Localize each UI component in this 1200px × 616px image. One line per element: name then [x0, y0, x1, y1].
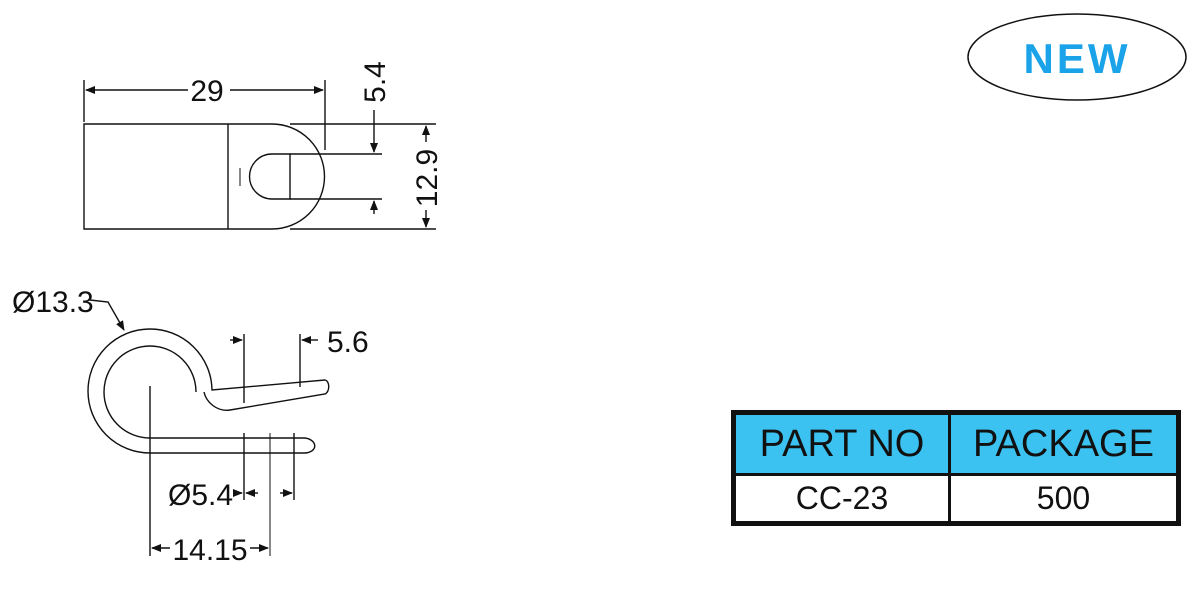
clip-profile-outer — [87, 328, 330, 454]
hole-offset-dimension: 14.15 — [172, 534, 247, 567]
loop-diameter-dimension: Ø13.3 — [12, 286, 94, 319]
table-row: CC-23 500 — [732, 473, 1180, 525]
height-dimension: 12.9 — [411, 149, 444, 207]
spec-table-header-row: PART NO PACKAGE — [732, 411, 1180, 476]
hole-diameter-dimension: Ø5.4 — [168, 479, 233, 512]
new-badge-label: NEW — [1024, 35, 1131, 82]
tab-gap-dimension: 5.6 — [327, 326, 369, 359]
lower-tab — [150, 437, 316, 454]
header-package: PACKAGE — [948, 411, 1180, 476]
hole-dimension: 5.4 — [359, 61, 392, 103]
clip-outline-top — [83, 123, 326, 230]
width-dimension: 29 — [190, 75, 223, 108]
header-part-no: PART NO — [732, 411, 951, 476]
hole-top — [248, 153, 291, 200]
cell-part-no: CC-23 — [732, 473, 951, 525]
cell-package: 500 — [948, 473, 1180, 525]
side-view — [87, 299, 330, 556]
clip-profile-inner — [103, 345, 197, 439]
spec-table: PART NO PACKAGE CC-23 500 — [731, 410, 1181, 526]
top-view — [83, 80, 436, 230]
new-badge — [967, 13, 1187, 101]
